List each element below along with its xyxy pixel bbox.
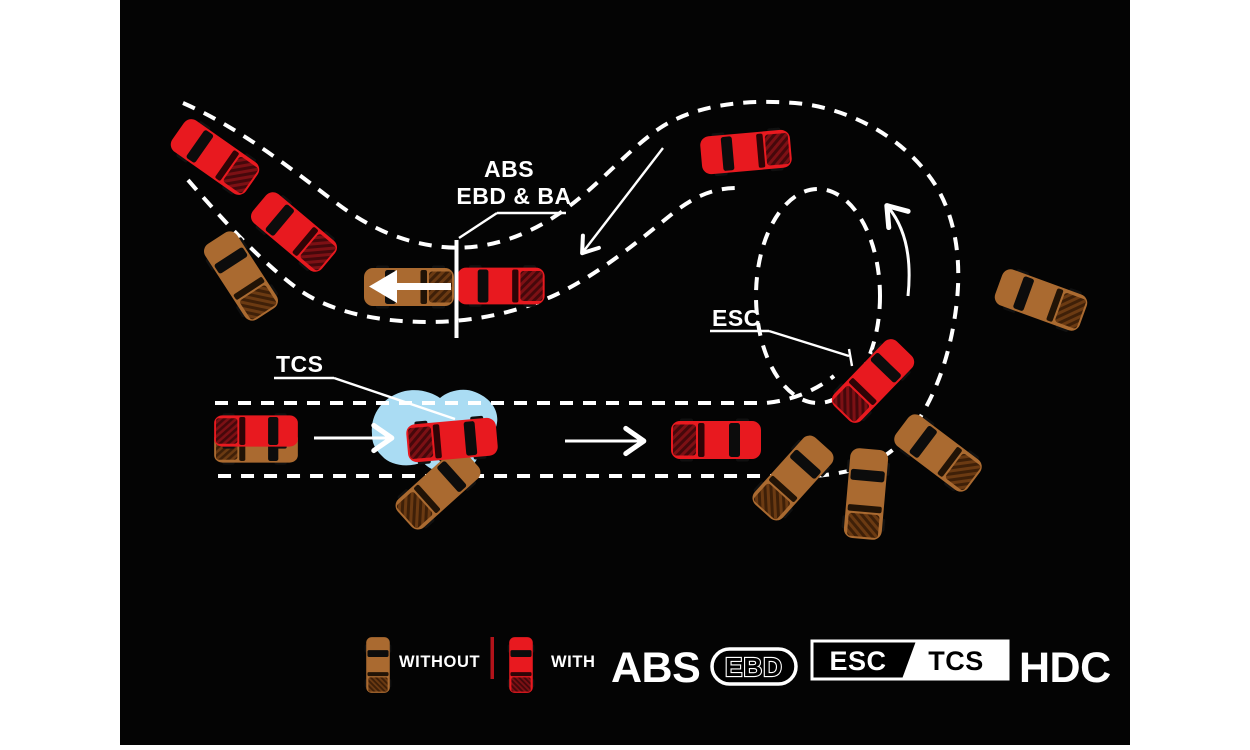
travel-arrow-downhill	[580, 147, 664, 256]
abs-label-line2: EBD & BA	[456, 183, 571, 209]
esc-leader	[768, 329, 850, 358]
ebd-badge: EBD	[710, 647, 798, 686]
brake-stop-arrow	[369, 270, 451, 303]
legend-without-label: WITHOUT	[399, 653, 480, 671]
abs-label-line1: ABS	[484, 156, 534, 182]
legend-abs-label: ABS	[611, 644, 700, 692]
car-with-icon	[507, 637, 535, 693]
tcs-badge-label: TCS	[928, 646, 984, 676]
loop-island-line	[754, 187, 882, 405]
car-without-icon	[364, 637, 392, 693]
direction-arrows	[314, 147, 911, 457]
black-background	[120, 0, 1130, 745]
car-with-icon	[457, 265, 545, 307]
car-with-icon	[671, 418, 761, 462]
tcs-label: TCS	[276, 351, 324, 377]
road-bottom-top-line	[215, 374, 836, 405]
car-without-icon	[840, 447, 892, 541]
esc-leader-tick	[847, 348, 854, 367]
car-with-icon	[214, 413, 298, 449]
car-with-tcs-icon	[405, 414, 499, 466]
callout-leaders	[274, 211, 854, 421]
legend: WITHOUT WITH ABS EBD ESC TCS HDC	[364, 637, 1111, 693]
travel-arrow-loop	[884, 203, 911, 297]
road-markings	[182, 99, 961, 478]
esc-tcs-badge: ESC TCS	[810, 639, 1010, 681]
road-outer-line	[182, 99, 961, 478]
legend-hdc-label: HDC	[1019, 644, 1111, 692]
road-inner-line	[186, 178, 739, 325]
legend-divider	[490, 637, 494, 679]
esc-badge-label: ESC	[829, 646, 886, 676]
tcs-leader	[333, 376, 456, 421]
legend-with-label: WITH	[551, 653, 596, 671]
esc-label: ESC	[712, 305, 761, 331]
abs-leader	[458, 211, 498, 240]
car-with-icon	[699, 126, 793, 178]
ebd-badge-label: EBD	[725, 652, 783, 682]
